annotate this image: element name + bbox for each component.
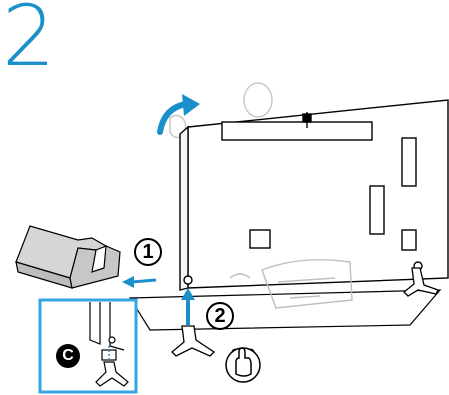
callout-step-2: 2 [206,302,234,330]
inset-detail [40,300,136,392]
arrow-up-to-tv [181,288,195,325]
hand-touch-icon [226,348,260,382]
part-c-label: C [56,344,80,368]
packaging-box [16,226,120,288]
left-stand-foot [172,326,214,356]
base-plate-outline [130,290,440,330]
arrow-to-box [122,276,156,288]
callout-step-1: 1 [134,238,162,266]
tv-back-panel [180,100,448,290]
